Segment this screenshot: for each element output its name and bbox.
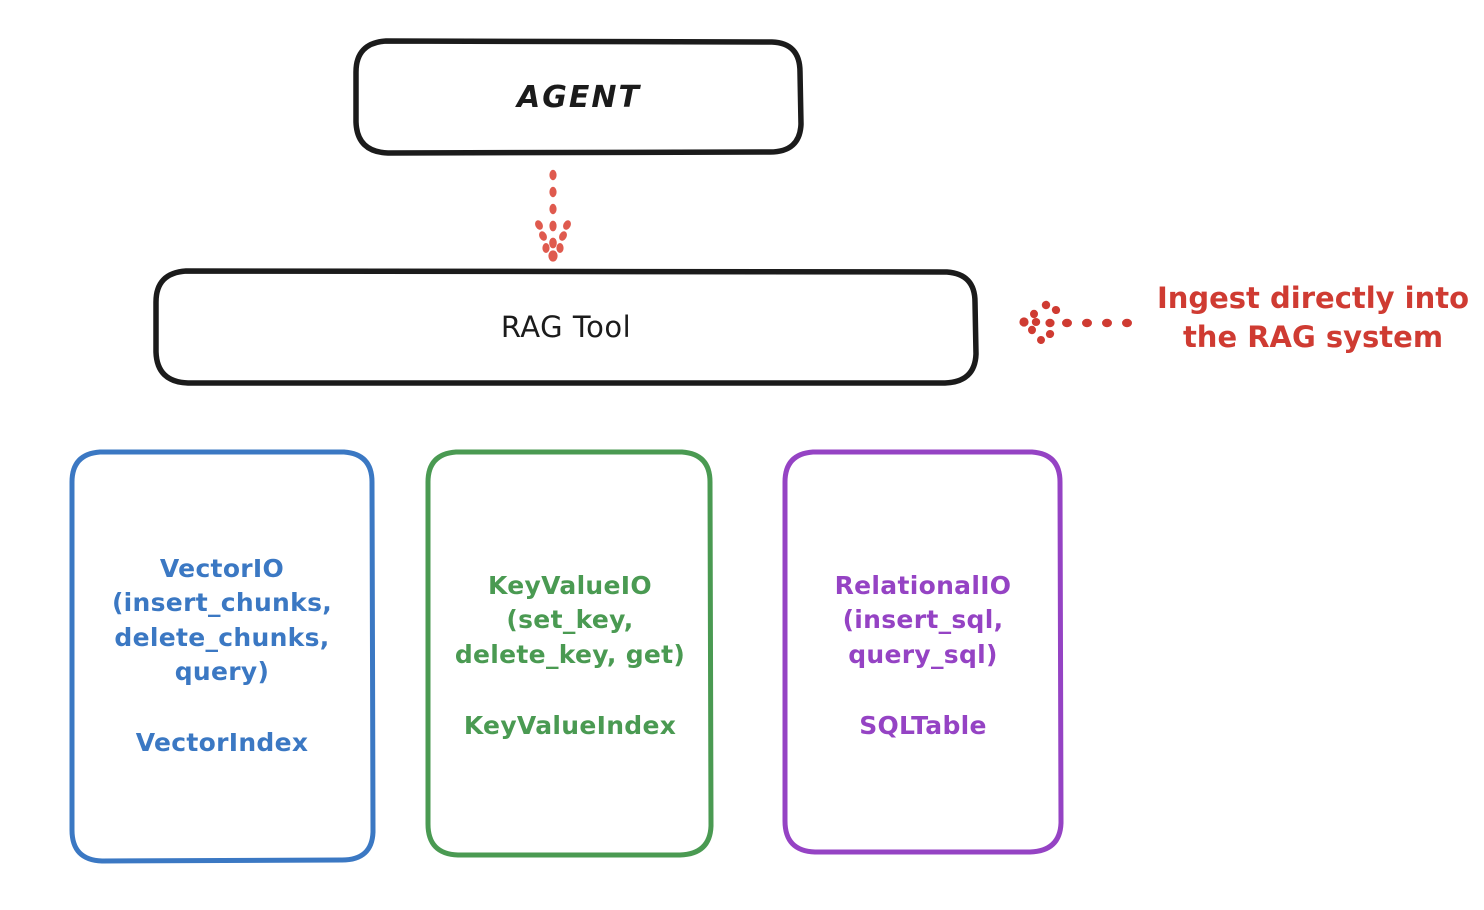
ingest-arrow [1019,300,1132,344]
agent-box[interactable] [353,38,804,156]
vector-io-box[interactable] [69,449,376,864]
keyvalue-io-box[interactable] [425,449,714,858]
rag-tool-box[interactable] [153,268,979,386]
relational-io-box[interactable] [782,449,1064,855]
agent-to-ragtool-arrow [535,169,571,262]
